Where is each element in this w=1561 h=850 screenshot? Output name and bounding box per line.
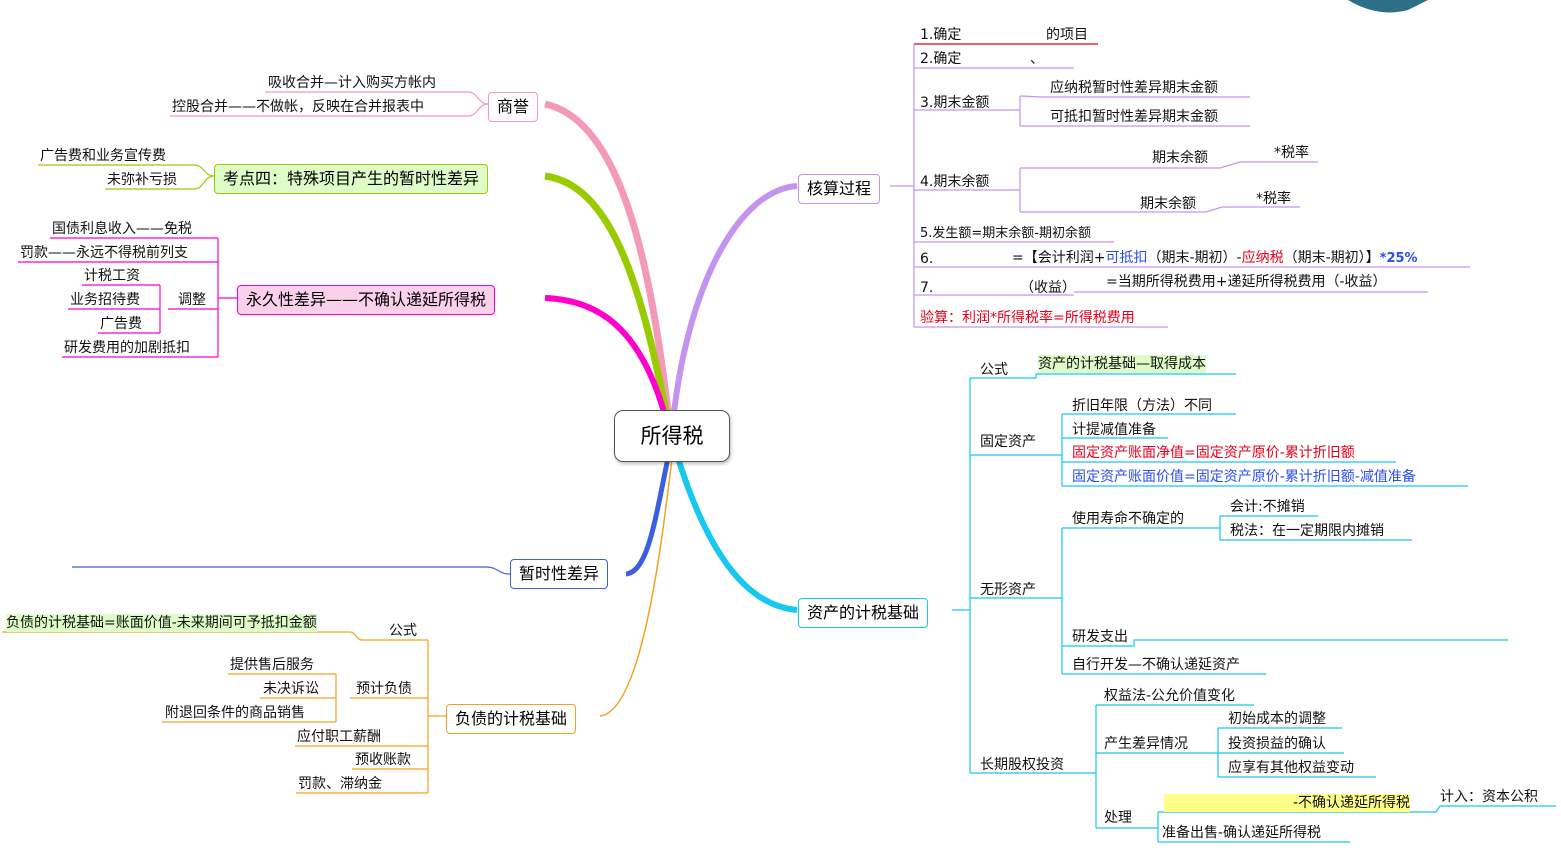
diff-item: 应享有其他权益变动 [1228,760,1354,776]
permanent-item: 计税工资 [84,268,140,284]
step-3-item: 可抵扣暂时性差异期末金额 [1050,109,1218,125]
fixed-asset-item: 折旧年限（方法）不同 [1072,398,1212,414]
branch-permanent [544,295,667,413]
step-6-deduct: 可抵扣 [1105,250,1148,266]
handle-label: 处理 [1104,810,1132,826]
branch-temporary [625,457,671,577]
fixed-asset-label: 固定资产 [980,434,1036,450]
step-6-eq: =【会计利润+ [1012,250,1106,266]
intangible-label: 无形资产 [980,582,1036,598]
equity-method-label: 权益法-公允价值变化 [1104,688,1236,704]
goodwill-item: 吸收合并—计入购买方帐内 [268,75,436,91]
provision-label: 预计负债 [356,681,412,697]
asset-formula-label: 公式 [980,362,1008,378]
permanent-item: 国债利息收入——免税 [52,221,192,237]
tax-rule: 税法：在一定期限内摊销 [1230,523,1384,539]
adjust-label: 调整 [178,292,206,308]
branch-goodwill [544,100,672,413]
no-deferred-tax: -不确认递延所得税 [1164,794,1410,812]
step-3: 3.期末金额 [920,95,990,111]
capital-reserve: 计入：资本公积 [1440,789,1538,805]
branch-accounting [671,183,798,413]
step-4-rate: *税率 [1256,191,1291,207]
special-item: 广告费和业务宣传费 [40,148,166,164]
permanent-item: 罚款——永远不得税前列支 [20,245,188,261]
indefinite-life-label: 使用寿命不确定的 [1072,511,1184,527]
step-7-formula: =当期所得税费用+递延所得税费用（-收益） [1106,274,1387,290]
step-6-mid: （期末-期初）- [1147,250,1242,266]
step-2-suffix: 、 [1030,51,1044,67]
permanent-item: 研发费用的加剧抵扣 [64,340,190,356]
step-1-suffix: 的项目 [1046,27,1088,43]
special-items-node[interactable]: 考点四：特殊项目产生的暂时性差异 [214,164,489,194]
accounting-rule: 会计:不摊销 [1230,499,1305,515]
asset-tax-base-node[interactable]: 资产的计税基础 [798,598,929,628]
branch-special [544,172,670,413]
asset-formula: 资产的计税基础—取得成本 [1038,355,1206,373]
step-6-formula: =【会计利润+可抵扣（期末-期初）-应纳税（期末-期初）】*25% [1012,249,1418,268]
step-7: 7. [920,280,934,296]
liability-formula-label: 公式 [389,623,417,639]
step-6-taxable: 应纳税 [1241,250,1284,266]
branch-asset [675,457,798,613]
provision-item: 提供售后服务 [230,657,314,673]
permanent-diff-node[interactable]: 永久性差异——不确认递延所得税 [237,285,496,315]
provision-item: 附退回条件的商品销售 [165,705,305,721]
special-item: 未弥补亏损 [107,172,177,188]
step-6-rate: *25% [1379,251,1418,266]
self-dev-label: 自行开发—不确认递延资产 [1072,657,1240,673]
rnd-label: 研发支出 [1072,629,1128,645]
step-3-item: 应纳税暂时性差异期末金额 [1050,80,1218,96]
step-6-end: （期末-期初）】 [1283,250,1380,266]
liability-formula: 负债的计税基础=账面价值-未来期间可予抵扣金额 [6,614,317,632]
step-4: 4.期末余额 [920,174,990,190]
goodwill-node[interactable]: 商誉 [488,92,539,122]
fixed-asset-item: 计提减值准备 [1072,422,1156,438]
goodwill-item: 控股合并——不做帐，反映在合并报表中 [172,99,424,115]
step-4-item: 期末余额 [1152,150,1208,166]
root-node[interactable]: 所得税 [614,410,730,462]
permanent-item: 广告费 [100,316,142,332]
step-7-income: （收益） [1020,280,1076,296]
step-6: 6. [920,251,934,267]
verify-formula: 验算：利润*所得税率=所得税费用 [920,310,1135,326]
step-2: 2.确定 [920,51,962,67]
step-1: 1.确定 [920,27,962,43]
step-4-item: 期末余额 [1140,196,1196,212]
diff-item: 投资损益的确认 [1228,736,1326,752]
liability-item: 预收账款 [355,752,411,768]
liability-item: 应付职工薪酬 [297,729,381,745]
temporary-diff-node[interactable]: 暂时性差异 [510,559,609,589]
provision-item: 未决诉讼 [263,681,319,697]
accounting-process-node[interactable]: 核算过程 [798,174,881,204]
liability-tax-base-node[interactable]: 负债的计税基础 [446,704,577,734]
sale-deferred-tax: 准备出售-确认递延所得税 [1162,825,1322,841]
diff-item: 初始成本的调整 [1228,711,1326,727]
liability-item: 罚款、滞纳金 [298,776,382,792]
step-5: 5.发生额=期末余额-期初余额 [920,226,1091,241]
step-4-rate: *税率 [1274,145,1309,161]
permanent-item: 业务招待费 [70,292,140,308]
fixed-asset-item: 固定资产账面价值=固定资产原价-累计折旧额-减值准备 [1072,469,1416,485]
branch-liability [599,457,673,717]
corner-decoration [1348,0,1428,13]
lte-label: 长期股权投资 [980,757,1064,773]
fixed-asset-item: 固定资产账面净值=固定资产原价-累计折旧额 [1072,445,1355,461]
diff-label: 产生差异情况 [1104,736,1188,752]
